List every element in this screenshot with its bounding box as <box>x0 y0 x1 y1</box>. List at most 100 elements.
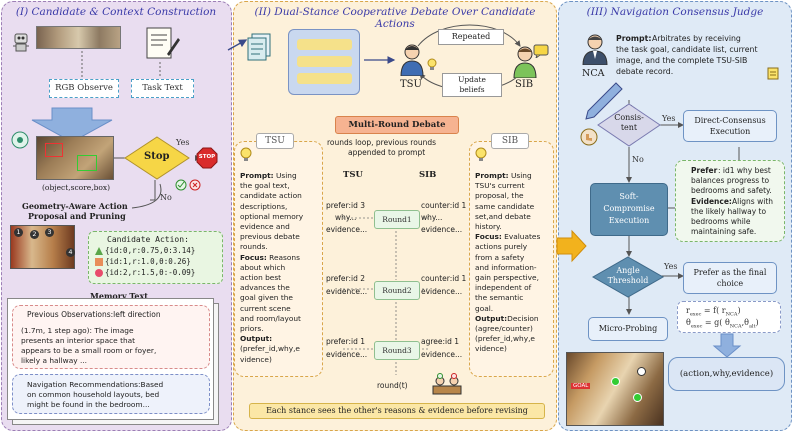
prefer-line: balances progress to <box>691 176 770 185</box>
prev-obs-line: presents an interior space that <box>21 336 136 345</box>
tsu-round1-line: prefer:id 3 <box>326 201 366 210</box>
multi-round-banner: Multi-Round Debate <box>335 116 459 134</box>
rgb-observe-box: RGB Observe <box>49 79 119 98</box>
prompt-text: current scene <box>240 303 291 313</box>
formula-box: rexec = f( rNCA) θexec = g( θNCA,θalt) <box>677 301 781 333</box>
prompt-line: action best <box>240 273 281 282</box>
prompt-line: (agree/counter) <box>475 324 533 333</box>
task-text-box: Task Text <box>131 79 194 98</box>
prev-obs-line: (1.7m, 1 step ago): The image <box>21 326 134 335</box>
triangle-icon <box>95 247 103 255</box>
evidence-label: Evidence: <box>691 197 732 206</box>
prompt-text: independent of <box>475 283 532 293</box>
tsu-tag-label: TSU <box>265 136 285 146</box>
stop-no-label: No <box>160 193 172 202</box>
prompt-line: same candidate <box>475 202 534 211</box>
prompt-line: from a safety <box>475 253 524 262</box>
prompt-text: vidence) <box>240 354 272 364</box>
pencil-icon <box>564 81 624 121</box>
tsu-tag: TSU <box>256 133 294 149</box>
sib-round1-line: counter:id 1 <box>421 201 467 210</box>
waypoint-marker <box>637 367 646 376</box>
prompt-stack-box <box>288 29 360 95</box>
judge-prompt-line: the task goal, candidate list, current <box>616 45 758 54</box>
candidate-action-box: Candidate Action: {id:0,r:0.75,θ:3.14} {… <box>88 231 223 284</box>
prompt-keyword: Focus: <box>475 232 502 242</box>
stop-label: Stop <box>144 151 170 162</box>
prompt-text: proposal, the <box>475 191 524 201</box>
prompt-keyword: Focus: <box>240 252 267 262</box>
prompt-line: (prefer_id,why,e <box>240 344 300 353</box>
prompt-text: optional memory <box>240 211 304 221</box>
speech-bubble-icon <box>533 44 549 58</box>
round-2: Round2 <box>374 281 420 300</box>
prev-obs-title: Previous Observations:left direction <box>27 310 161 319</box>
prompt-line: (prefer_id,why,e <box>475 334 535 343</box>
prompt-line: about which <box>240 263 285 272</box>
rounds-loop-line: rounds loop, previous rounds <box>327 138 436 147</box>
sib-tag: SIB <box>491 133 529 149</box>
view-number-3: 3 <box>45 228 54 237</box>
prompt-line: actions purely <box>475 242 527 251</box>
tsu-label: TSU <box>400 79 422 90</box>
prompt-line: Prompt: Using <box>475 171 532 180</box>
prompt-text: Using <box>273 171 297 180</box>
sib-round2-line: counter:id 1 <box>421 274 467 283</box>
judge-prompt-label: Prompt: <box>616 34 652 43</box>
geometry-title-2: Proposal and Pruning <box>28 211 126 221</box>
consistent-label: Consis- tent <box>614 113 644 132</box>
rgb-observe-label: RGB Observe <box>55 83 113 93</box>
prompt-line: Prompt: Using <box>240 171 297 180</box>
prompt-text: vidence) <box>475 344 507 354</box>
prompt-text: Using <box>508 171 532 180</box>
footer-banner: Each stance sees the other's reasons & e… <box>249 403 545 419</box>
prompt-slot <box>297 56 352 67</box>
prompt-line: and room/layout <box>240 314 301 323</box>
tsu-round1-line: evidence... <box>326 225 368 234</box>
prompt-text: set,and debate <box>475 211 531 221</box>
prompt-line: set,and debate <box>475 212 531 221</box>
lightbulb-icon <box>426 58 438 72</box>
candidate-1: {id:1,r:1.0,θ:0.26} <box>105 257 191 266</box>
evidence-line: Aligns with <box>732 197 774 206</box>
tsu-round3-line: prefer:id 1 <box>326 337 366 346</box>
prompt-line: gain perspective, <box>475 273 539 282</box>
multi-round-label: Multi-Round Debate <box>348 120 446 130</box>
detector-icon <box>10 130 30 150</box>
prompt-line: independent of <box>475 283 531 292</box>
prefer-final-box: Prefer as the final choice <box>683 262 777 294</box>
prompt-text: TSU's current <box>475 181 525 191</box>
prefer-final-label: Prefer as the final choice <box>693 268 767 288</box>
waypoint-marker <box>633 393 642 402</box>
waypoint-marker <box>611 377 620 386</box>
evidence-line: maintaining safe. <box>691 227 757 236</box>
prompt-line: previous debate <box>240 232 300 241</box>
prompt-line: optional memory <box>240 212 303 221</box>
prompt-text: goal given the <box>240 293 293 303</box>
prompt-text: same candidate <box>475 201 535 211</box>
panel3-title: (III) Navigation Consensus Judge <box>586 6 764 18</box>
prompt-text: Evaluates <box>501 232 541 242</box>
nca-label: NCA <box>582 68 605 79</box>
detection-box <box>45 143 63 157</box>
egocentric-view-image: GOAL <box>566 352 664 426</box>
stop-diamond <box>124 136 190 180</box>
prompt-line: proposal, the <box>475 191 524 200</box>
prompt-line: candidate action <box>240 191 302 200</box>
stop-yes-label: Yes <box>176 138 190 147</box>
tsu-round2-line: evidence... <box>326 287 368 296</box>
prompt-text: previous debate <box>240 232 300 242</box>
rgb-panorama-image <box>36 26 121 49</box>
prompt-keyword: Output: <box>240 334 273 344</box>
sib-round2-line: evidence... <box>421 287 463 296</box>
nav-rec-line: Navigation Recommendations:Based <box>27 380 164 389</box>
memory-title: Memory Text <box>90 291 148 301</box>
debaters-icon <box>432 373 462 395</box>
consistent-no: No <box>632 155 644 164</box>
repeated-label: Repeated <box>451 32 491 41</box>
update-beliefs-label: Update beliefs <box>458 75 486 94</box>
tsu-round3-line: evidence... <box>326 350 368 359</box>
prompt-text: (prefer_id,why,e <box>240 344 300 354</box>
round-3: Round3 <box>374 341 420 360</box>
